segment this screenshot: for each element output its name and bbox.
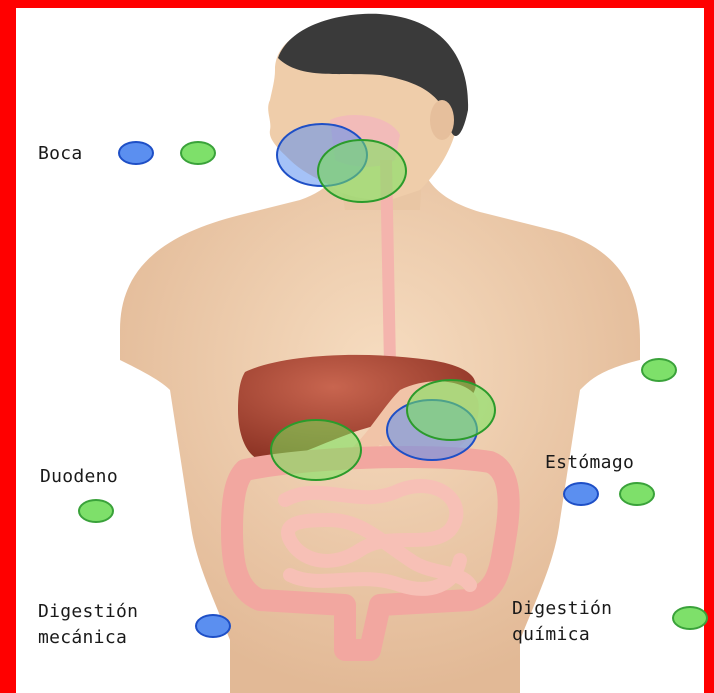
estomago-green-marker[interactable] [619, 482, 655, 506]
red-border-left [0, 0, 16, 693]
loose-green-marker[interactable] [641, 358, 677, 382]
label-duodeno: Duodeno [40, 464, 118, 490]
red-border-top [0, 0, 714, 8]
label-estomago: Estómago [545, 450, 634, 476]
label-quimica-line2: química [512, 622, 590, 648]
duodenum-green-circle [271, 420, 361, 480]
red-border-right [704, 0, 714, 693]
quimica-legend-green-marker [672, 606, 708, 630]
label-quimica-line1: Digestión [512, 596, 612, 622]
label-mecanica-line1: Digestión [38, 599, 138, 625]
estomago-blue-marker[interactable] [563, 482, 599, 506]
ear [430, 100, 454, 140]
label-mecanica-line2: mecánica [38, 625, 127, 651]
boca-blue-marker[interactable] [118, 141, 154, 165]
duodeno-green-marker[interactable] [78, 499, 114, 523]
mecanica-legend-blue-marker [195, 614, 231, 638]
stomach-green-circle [407, 380, 495, 440]
mouth-green-circle [318, 140, 406, 202]
label-boca: Boca [38, 141, 83, 167]
boca-green-marker[interactable] [180, 141, 216, 165]
